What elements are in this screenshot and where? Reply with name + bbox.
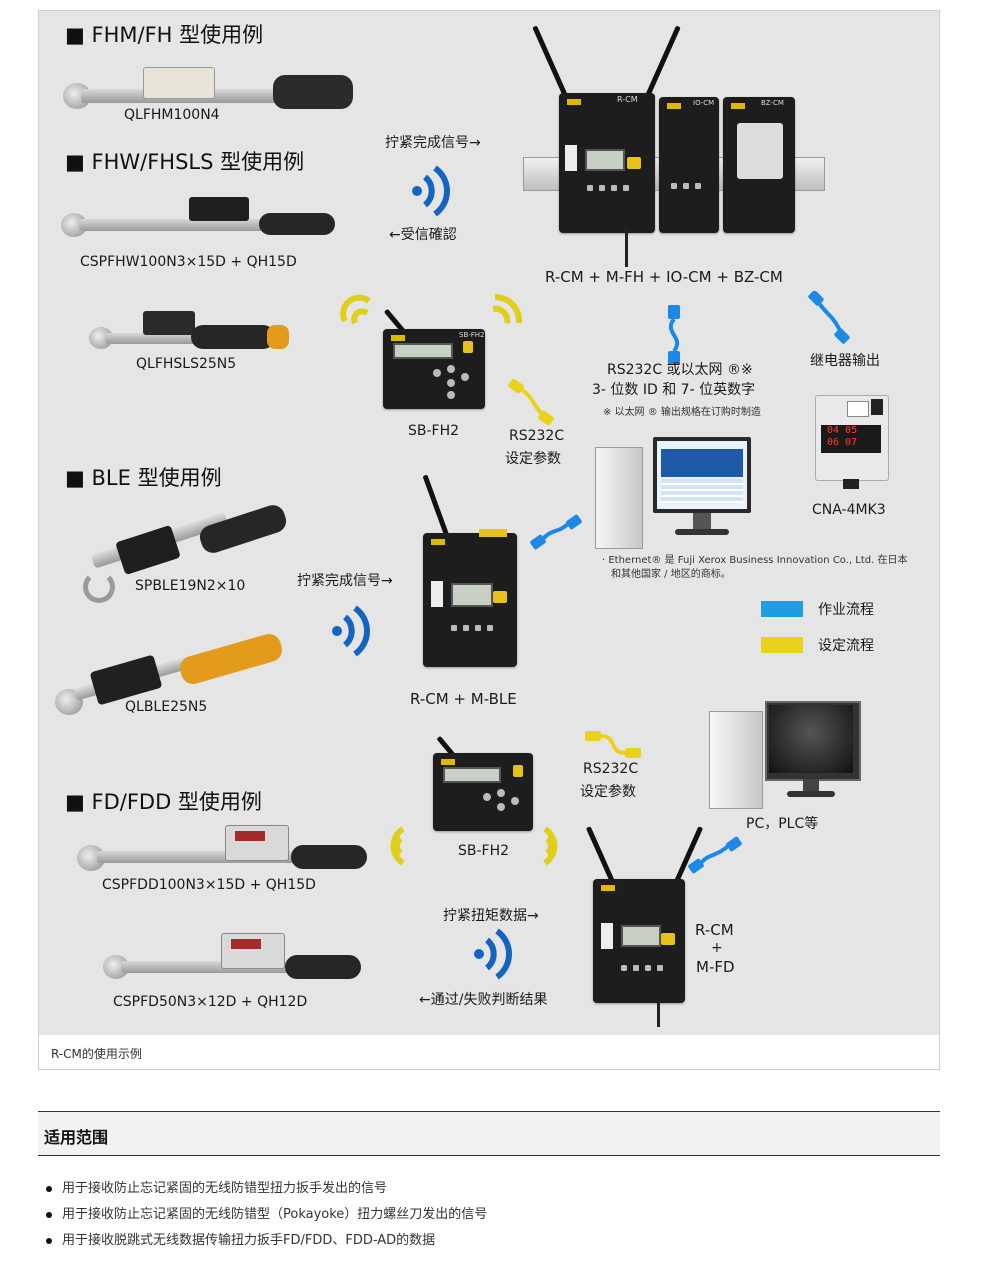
device-rcm-ble-image bbox=[419, 467, 529, 677]
signal-tighten-2: 拧紧完成信号→ bbox=[297, 573, 393, 589]
scope-title: 适用范围 bbox=[44, 1128, 109, 1147]
section-ble-title: ■ BLE 型使用例 bbox=[65, 466, 222, 490]
conn-rs232-ethernet: RS232C 或以太网 ®※ bbox=[607, 362, 753, 378]
device-rcm-ble-label: R-CM + M-BLE bbox=[410, 690, 517, 708]
cna-display-bottom: 06 07 bbox=[827, 437, 858, 448]
device-sbfh2-upper-image: SB-FH2 bbox=[379, 301, 489, 413]
device-rcm-fd-image bbox=[585, 817, 704, 1029]
device-rcm-tag: R-CM bbox=[617, 95, 638, 104]
device-io-tag: IO-CM bbox=[693, 99, 715, 107]
wireless-yellow-icon bbox=[340, 294, 371, 325]
pc-plc-image bbox=[707, 701, 863, 809]
cable-blue-icon bbox=[530, 514, 582, 550]
product-cspfdd: CSPFDD100N3×15D + QH15D bbox=[102, 877, 316, 893]
conn-rs232-1a: RS232C bbox=[509, 428, 565, 444]
wireless-blue-icon bbox=[412, 165, 450, 217]
signal-tighten-1: 拧紧完成信号→ bbox=[385, 135, 481, 151]
wireless-yellow-icon bbox=[390, 826, 405, 866]
cable-blue-icon bbox=[808, 291, 850, 344]
section-fd-title: ■ FD/FDD 型使用例 bbox=[65, 790, 262, 814]
cable-yellow-icon bbox=[585, 731, 641, 758]
wrench-qlfhm-image bbox=[61, 63, 361, 113]
device-sbfh2-label-a: SB-FH2 bbox=[408, 423, 460, 439]
pc-monitor-image bbox=[593, 433, 773, 549]
figure-caption: R-CM的使用示例 bbox=[51, 1047, 142, 1061]
product-qlfhm: QLFHM100N4 bbox=[124, 107, 220, 123]
wrench-cspfd-image bbox=[101, 929, 363, 985]
conn-id-line: 3- 位数 ID 和 7- 位英数字 bbox=[592, 382, 756, 398]
product-cspfhw: CSPFHW100N3×15D + QH15D bbox=[80, 254, 297, 270]
figure-image-area: ■ FHM/FH 型使用例 ■ FHW/FHSLS 型使用例 ■ BLE 型使用… bbox=[39, 11, 939, 1035]
conn-rs232-2a: RS232C bbox=[583, 761, 639, 777]
conn-rs232-1b: 设定参数 bbox=[505, 451, 561, 467]
legend-setting-label: 设定流程 bbox=[818, 638, 874, 654]
product-cspfd: CSPFD50N3×12D + QH12D bbox=[113, 994, 308, 1010]
device-combo-label: R-CM + M-FH + IO-CM + BZ-CM bbox=[545, 268, 783, 286]
legend-work-swatch bbox=[761, 601, 803, 617]
device-rcm-fd-label-1: R-CM bbox=[695, 921, 734, 939]
product-qlble: QLBLE25N5 bbox=[125, 699, 208, 715]
signal-pass-fail: ←通过/失败判断结果 bbox=[419, 992, 548, 1008]
signal-torque-data: 拧紧扭矩数据→ bbox=[443, 908, 539, 924]
wireless-blue-icon bbox=[332, 605, 370, 657]
legend-work-label: 作业流程 bbox=[818, 602, 874, 618]
legend-setting-swatch bbox=[761, 637, 803, 653]
cable-yellow-icon bbox=[508, 378, 554, 426]
device-rcm-fd-label-3: M-FD bbox=[696, 958, 735, 976]
list-item: 用于接收防止忘记紧固的无线防错型（Pokayoke）扭力螺丝刀发出的信号 bbox=[44, 1204, 487, 1230]
device-bz-tag: BZ-CM bbox=[761, 99, 784, 107]
wrench-qlble-image bbox=[53, 631, 293, 721]
device-combo-image: R-CM IO-CM BZ-CM bbox=[523, 17, 825, 267]
list-item: 用于接收防止忘记紧固的无线防错型扭力扳手发出的信号 bbox=[44, 1178, 487, 1204]
usage-figure: ■ FHM/FH 型使用例 ■ FHW/FHSLS 型使用例 ■ BLE 型使用… bbox=[38, 10, 940, 1070]
wrench-cspfhw-image bbox=[59, 191, 339, 241]
conn-ethernet-note: ※ 以太网 ® 输出规格在订购时制造 bbox=[603, 407, 761, 418]
wrench-qlfhsls-image bbox=[87, 309, 297, 359]
trademark-note-2: 和其他国家 / 地区的商标。 bbox=[611, 569, 731, 580]
wireless-yellow-icon bbox=[543, 826, 558, 866]
device-cna-label: CNA-4MK3 bbox=[812, 502, 886, 518]
product-spble: SPBLE19N2×10 bbox=[135, 578, 246, 594]
scope-list: 用于接收防止忘记紧固的无线防错型扭力扳手发出的信号 用于接收防止忘记紧固的无线防… bbox=[44, 1178, 487, 1256]
device-pc-label: PC，PLC等 bbox=[746, 816, 819, 832]
wireless-yellow-icon bbox=[492, 293, 523, 324]
trademark-note-1: · Ethernet® 是 Fuji Xerox Business Innova… bbox=[602, 555, 908, 566]
cable-blue-icon bbox=[688, 836, 742, 874]
device-rcm-fd-label-2: + bbox=[711, 940, 723, 956]
cna-display-top: 04 05 bbox=[827, 425, 858, 436]
conn-rs232-2b: 设定参数 bbox=[580, 784, 636, 800]
cna-4mk3-image: 04 05 06 07 bbox=[815, 395, 889, 493]
signal-receive-confirm: ←受信確認 bbox=[389, 227, 457, 243]
section-fhw-title: ■ FHW/FHSLS 型使用例 bbox=[65, 150, 305, 174]
section-fhm-title: ■ FHM/FH 型使用例 bbox=[65, 23, 264, 47]
conn-relay-output: 继电器输出 bbox=[810, 353, 880, 369]
device-sbfh2-lower-image bbox=[429, 729, 539, 835]
cable-blue-icon bbox=[668, 305, 680, 365]
wrench-cspfdd-image bbox=[75, 819, 367, 875]
device-sbfh2-label-b: SB-FH2 bbox=[458, 843, 510, 859]
product-qlfhsls: QLFHSLS25N5 bbox=[136, 356, 237, 372]
wrench-spble-image bbox=[79, 502, 290, 603]
list-item: 用于接收脱跳式无线数据传输扭力扳手FD/FDD、FDD-AD的数据 bbox=[44, 1230, 487, 1256]
wireless-blue-icon bbox=[474, 928, 512, 980]
device-sb-tag: SB-FH2 bbox=[459, 331, 485, 339]
scope-section-header: 适用范围 bbox=[38, 1111, 940, 1156]
